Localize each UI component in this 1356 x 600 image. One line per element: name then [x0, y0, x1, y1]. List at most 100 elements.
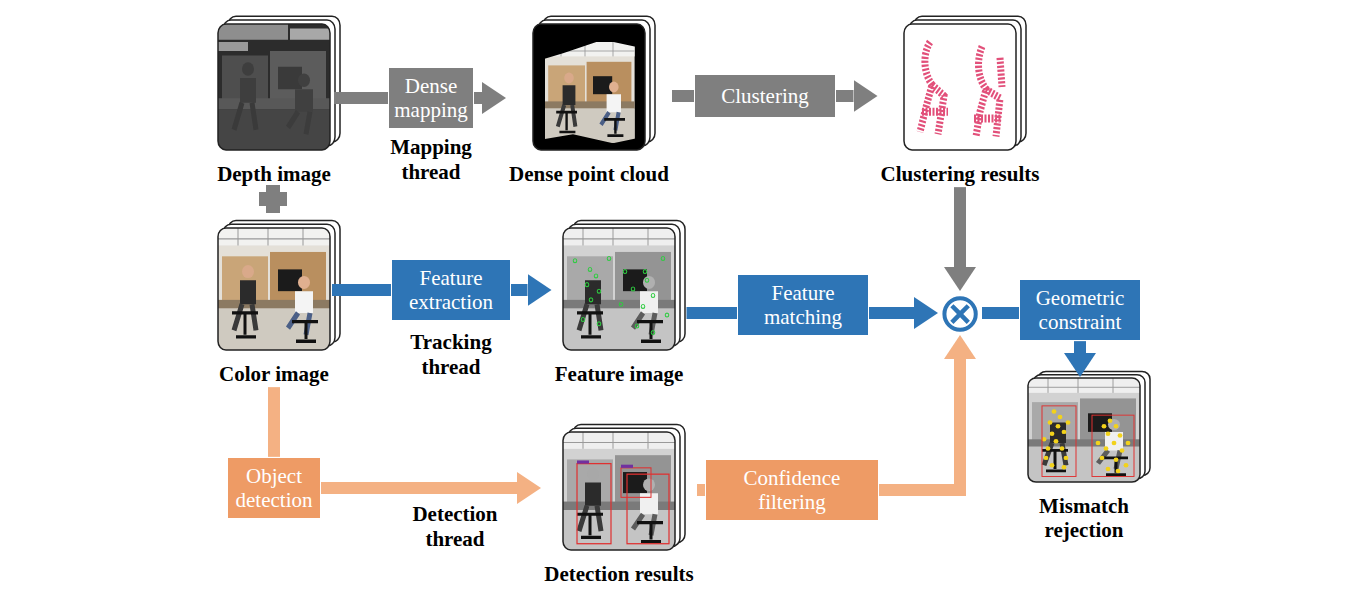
dense-point-cloud-picture-part — [533, 24, 645, 150]
image-caption: Dense point cloud — [509, 162, 669, 186]
mismatch-rejection-picture-part-part-part — [1126, 441, 1131, 445]
feature-image-picture-part-part-part — [619, 302, 623, 306]
image-node: Feature image — [553, 228, 686, 386]
flow-arrow — [511, 284, 528, 296]
mismatch-rejection-picture-part-part-part — [1044, 456, 1049, 460]
dense-point-cloud-picture-part-part — [533, 24, 645, 150]
mismatch-rejection-picture-part-part-part — [1052, 409, 1057, 413]
mismatch-rejection-picture-part-part-part — [1066, 420, 1071, 424]
feature-image-picture-part — [563, 228, 675, 350]
image-area — [533, 24, 645, 150]
mismatch-rejection-picture-part-part-part — [1048, 420, 1053, 424]
feature-image-picture-part — [563, 228, 675, 350]
depth-image-picture-part-part — [218, 24, 330, 150]
mismatch-rejection-picture-part-part-part — [1060, 446, 1065, 450]
mismatch-rejection-picture-part-part-part — [1114, 424, 1119, 428]
flow-arrow — [268, 387, 280, 457]
image-area — [563, 432, 675, 550]
feature-image-picture-part-part-part — [585, 283, 589, 287]
mismatch-rejection-picture-part-part-part — [1114, 458, 1119, 462]
mismatch-rejection-picture-part-part-part — [1064, 456, 1069, 460]
mismatch-rejection-picture-part-part-part — [1112, 441, 1117, 445]
mismatch-rejection-picture-part-part-part — [1108, 419, 1113, 423]
color-image-picture-part — [218, 228, 330, 350]
flow-arrow — [672, 90, 694, 102]
mismatch-rejection-picture-part-part-part — [1050, 432, 1055, 436]
detection-results-picture — [563, 425, 685, 550]
image-caption: Feature image — [555, 362, 683, 386]
mismatch-rejection-picture-part-part-part — [1104, 446, 1109, 450]
image-node: Depth image — [215, 24, 333, 186]
clustering-results-picture-part-part — [904, 24, 1016, 150]
operator-symbol: ⊗ — [937, 292, 982, 334]
process-label: Feature matching — [746, 281, 860, 329]
feature-image-picture-part-part-part — [645, 278, 649, 282]
color-image-picture-part — [218, 228, 330, 350]
depth-image-picture-part — [218, 24, 330, 150]
flow-arrow — [687, 307, 738, 319]
mismatch-rejection-picture-part-part-part — [1050, 463, 1055, 467]
mismatch-rejection-picture-part-part-part — [1106, 467, 1111, 471]
feature-image-picture-part-part-part — [588, 267, 592, 271]
detection-results-picture-part — [563, 432, 675, 550]
mismatch-rejection-picture-part-part-part — [1100, 456, 1105, 460]
process-box: Dense mapping — [389, 68, 473, 128]
image-caption: Color image — [219, 362, 329, 386]
feature-image-picture-part-part-part — [643, 270, 647, 274]
flow-arrow — [954, 187, 966, 267]
color-image-picture-part-part — [218, 228, 330, 350]
feature-image-picture-part-part — [563, 228, 675, 350]
process-box: Object detection — [228, 458, 320, 518]
mismatch-rejection-picture-part-part-part — [1118, 433, 1123, 437]
mismatch-rejection-picture-part-part-part — [1062, 465, 1067, 469]
mismatch-rejection-picture-part-part-part — [1120, 448, 1125, 452]
mismatch-rejection-picture-part-part — [1042, 409, 1131, 473]
detection-results-picture-part-part — [621, 465, 633, 468]
flow-arrow — [697, 484, 705, 496]
image-area — [563, 228, 675, 350]
dense-point-cloud-picture — [533, 16, 655, 150]
feature-image-picture-part-part-part — [607, 257, 611, 261]
dense-point-cloud-picture-part-part — [545, 42, 635, 143]
feature-image-picture-part-part-part — [641, 304, 645, 308]
flow-arrow — [321, 482, 517, 494]
image-caption: Detection results — [544, 562, 694, 586]
image-area — [218, 24, 330, 150]
mismatch-rejection-picture-part-part-part — [1102, 424, 1107, 428]
process-box: Clustering — [695, 75, 835, 117]
clustering-results-picture-part — [904, 24, 1016, 150]
feature-image-picture-part-part-part — [594, 274, 598, 278]
image-node: Dense point cloud — [507, 24, 671, 186]
thread-label-holder: Tracking thread — [391, 330, 511, 380]
process-box: Feature extraction — [392, 260, 510, 320]
process-label: Confidence filtering — [714, 466, 870, 514]
dense-point-cloud-picture-part — [533, 24, 645, 150]
process-box: Geometric constraint — [1020, 280, 1140, 340]
color-image-picture — [218, 220, 340, 350]
image-area — [904, 24, 1016, 150]
detection-results-picture-part-part — [627, 474, 669, 544]
feature-image-picture-part-part — [573, 257, 669, 335]
flow-arrow — [334, 92, 388, 104]
mismatch-rejection-picture — [1028, 371, 1150, 482]
feature-image-picture-part-part-part — [623, 270, 627, 274]
mismatch-rejection-picture-part — [1028, 378, 1140, 482]
thread-label-holder: Mapping thread — [371, 135, 491, 185]
detection-results-picture-part-part — [577, 460, 589, 463]
feature-image-picture-part-part-part — [631, 287, 635, 291]
feature-image-picture-part-part-part — [597, 289, 601, 293]
feature-image-picture-part-part-part — [589, 298, 593, 302]
mismatch-rejection-picture-part-part — [1028, 378, 1140, 482]
depth-image-picture — [218, 16, 340, 150]
flow-arrow — [982, 307, 1019, 319]
image-node: Clustering results — [879, 24, 1042, 186]
process-label: Geometric constraint — [1028, 286, 1132, 334]
mismatch-rejection-picture-part-part-part — [1106, 432, 1111, 436]
operator-circle: ⊗ — [939, 292, 981, 334]
process-label: Feature extraction — [400, 266, 502, 314]
detection-results-picture-part-part — [577, 464, 611, 544]
detection-results-picture-part — [563, 432, 675, 550]
detection-results-picture-part-part — [563, 432, 675, 550]
